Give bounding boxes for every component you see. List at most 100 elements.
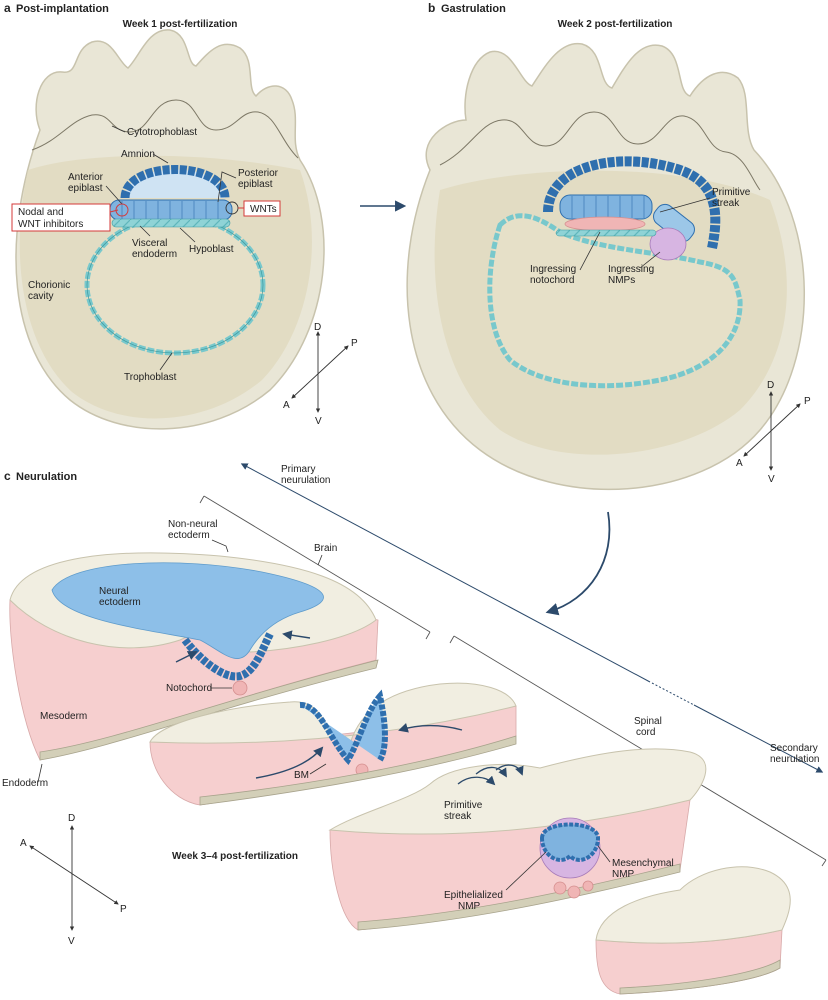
caudal-piece-base bbox=[619, 959, 781, 995]
epiblast-b-cells bbox=[571, 196, 645, 218]
notochord-tailbud-2 bbox=[567, 885, 581, 899]
panel-a: a Post-implantation Week 1 post-fertiliz… bbox=[4, 1, 358, 430]
panel-c-title: Neurulation bbox=[16, 471, 77, 483]
notochord-tailbud-3 bbox=[582, 880, 594, 892]
label-mesoderm: Mesoderm bbox=[40, 711, 87, 722]
label-ingressing-notochord-1: Ingressing bbox=[530, 264, 576, 275]
spinal-cord-bracket bbox=[449, 635, 827, 867]
inhibitor-source-marker bbox=[115, 203, 129, 217]
label-endoderm: Endoderm bbox=[2, 778, 48, 789]
panel-a-week: Week 1 post-fertilization bbox=[123, 19, 238, 30]
label-cytotrophoblast: Cytotrophoblast bbox=[127, 127, 197, 138]
spinal-neural-fold-1 bbox=[299, 689, 388, 766]
panel-b-title: Gastrulation bbox=[441, 3, 506, 15]
axis-a-d: D bbox=[314, 322, 321, 333]
fold-arrow-left-brain bbox=[175, 651, 198, 663]
notochord-brain bbox=[232, 680, 248, 696]
inhibitors-box bbox=[11, 203, 111, 232]
brain-bracket bbox=[199, 495, 431, 640]
panel-c-week: Week 3–4 post-fertilization bbox=[172, 851, 298, 862]
label-amnion: Amnion bbox=[121, 149, 155, 160]
label-inhibitors-1: Nodal and bbox=[18, 207, 64, 218]
epiblast-b bbox=[559, 194, 653, 220]
label-inhibitors-2: WNT inhibitors bbox=[18, 219, 83, 230]
label-spinal-cord-2: cord bbox=[636, 727, 655, 738]
endoderm-base-tailbud bbox=[357, 863, 681, 931]
axis-c-p: P bbox=[120, 904, 127, 915]
streak-arrow-1 bbox=[457, 775, 496, 786]
label-mesenchymal-nmp-1: Mesenchymal bbox=[612, 858, 674, 869]
amnion-arc-b bbox=[543, 156, 721, 250]
endoderm-base-spinal-1 bbox=[199, 735, 517, 806]
label-non-neural-ectoderm-1: Non-neural bbox=[168, 519, 217, 530]
secondary-neurulation-arrow bbox=[693, 704, 824, 773]
label-spinal-cord-1: Spinal bbox=[634, 716, 662, 727]
axis-a-a: A bbox=[283, 400, 290, 411]
label-ingressing-nmps-1: Ingressing bbox=[608, 264, 654, 275]
label-trophoblast: Trophoblast bbox=[124, 372, 177, 383]
endoderm-base-brain bbox=[39, 659, 379, 761]
axes-a: D V A P bbox=[283, 322, 358, 427]
label-bm: BM bbox=[294, 770, 309, 781]
panel-a-letter: a bbox=[4, 1, 11, 15]
axis-a-v: V bbox=[315, 416, 322, 427]
epiblast-cells bbox=[121, 201, 219, 219]
label-wnts: WNTs bbox=[250, 204, 277, 215]
caudal-piece-top bbox=[595, 866, 791, 944]
trophoblast-ring bbox=[84, 214, 266, 356]
label-mesenchymal-nmp-2: NMP bbox=[612, 869, 635, 880]
label-primary-neurulation-2: neurulation bbox=[281, 475, 330, 486]
label-notochord: Notochord bbox=[166, 683, 212, 694]
panel-c: c Neurulation Primary neurulation Second… bbox=[2, 463, 827, 995]
secondary-neurulation-line bbox=[651, 682, 695, 706]
label-hypoblast: Hypoblast bbox=[189, 244, 234, 255]
label-ingressing-notochord-2: notochord bbox=[530, 275, 574, 286]
label-anterior-epiblast-1: Anterior bbox=[68, 172, 104, 183]
axis-b-a: A bbox=[736, 458, 743, 469]
axes-c: D V A P bbox=[20, 813, 127, 947]
label-secondary-neurulation-2: neurulation bbox=[770, 754, 819, 765]
amnion-dome bbox=[120, 165, 230, 199]
label-epithelialized-nmp-2: NMP bbox=[458, 901, 481, 912]
axis-b-v: V bbox=[768, 474, 775, 485]
label-chorionic-cavity-1: Chorionic bbox=[28, 280, 70, 291]
streak-arrow-2 bbox=[475, 766, 507, 778]
label-neural-ectoderm-1: Neural bbox=[99, 586, 128, 597]
fold-arrow-right-brain bbox=[282, 630, 311, 641]
axis-b-p: P bbox=[804, 396, 811, 407]
streak-arrow-3 bbox=[495, 764, 524, 776]
label-primitive-streak-c-2: streak bbox=[444, 811, 472, 822]
fold-arrow-left-spinal bbox=[255, 746, 324, 779]
label-non-neural-ectoderm-2: ectoderm bbox=[168, 530, 210, 541]
label-ingressing-nmps-2: NMPs bbox=[608, 275, 635, 286]
label-visceral-endoderm-2: endoderm bbox=[132, 249, 177, 260]
label-brain: Brain bbox=[314, 543, 337, 554]
label-visceral-endoderm-1: Visceral bbox=[132, 238, 167, 249]
label-primitive-streak-2: streak bbox=[712, 198, 740, 209]
label-primitive-streak-c-1: Primitive bbox=[444, 800, 483, 811]
label-chorionic-cavity-2: cavity bbox=[28, 291, 54, 302]
axes-b: D V A P bbox=[736, 380, 811, 485]
panel-c-letter: c bbox=[4, 469, 11, 483]
panel-b-letter: b bbox=[428, 1, 435, 15]
trophoblast-ring-b bbox=[487, 213, 743, 389]
panel-a-title: Post-implantation bbox=[16, 3, 109, 15]
label-secondary-neurulation-1: Secondary bbox=[770, 743, 818, 754]
axis-c-v: V bbox=[68, 936, 75, 947]
ingressing-nmps bbox=[649, 227, 687, 261]
label-primary-neurulation-1: Primary bbox=[281, 464, 315, 475]
fold-arrow-right-spinal bbox=[398, 723, 463, 733]
label-neural-ectoderm-2: ectoderm bbox=[99, 597, 141, 608]
label-epithelialized-nmp-1: Epithelialized bbox=[444, 890, 503, 901]
arrow-b-to-c bbox=[545, 511, 611, 616]
hypoblast-b bbox=[555, 229, 657, 237]
label-anterior-epiblast-2: epiblast bbox=[68, 183, 103, 194]
panel-b: b Gastrulation Week 2 post-fertilization… bbox=[406, 1, 811, 491]
cytotrophoblast-line-b bbox=[439, 111, 761, 191]
cytotrophoblast-line bbox=[31, 99, 299, 159]
ingressing-notochord bbox=[564, 216, 646, 232]
label-posterior-epiblast-2: epiblast bbox=[238, 179, 273, 190]
axis-c-d: D bbox=[68, 813, 75, 824]
hypoblast-layer bbox=[111, 218, 231, 228]
